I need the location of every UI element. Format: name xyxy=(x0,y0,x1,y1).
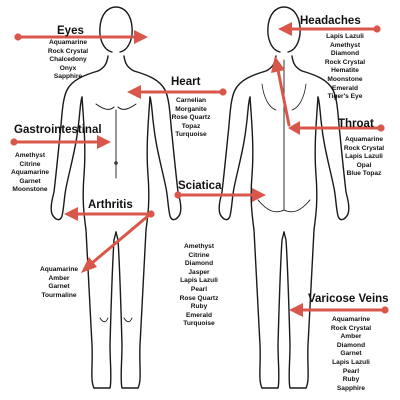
arthritis-stone-list: Aquamarine Amber Garnet Tourmaline xyxy=(34,266,84,300)
stone-item: Jasper xyxy=(188,268,210,276)
sciatica-stone-list: Amethyst Citrine Diamond Jasper Lapis La… xyxy=(166,243,232,329)
stone-item: Tiger's Eye xyxy=(327,93,363,101)
stone-item: Moonstone xyxy=(327,75,363,83)
stone-item: Lapis Lazuli xyxy=(332,358,370,366)
stone-item: Amethyst xyxy=(329,41,361,49)
stone-item: Aquamarine xyxy=(331,316,371,323)
stone-item: Sapphire xyxy=(336,384,366,392)
headaches-arrow xyxy=(278,22,381,36)
gastrointestinal-stone-list: Amethyst Citrine Aquamarine Garnet Moons… xyxy=(6,152,54,195)
stone-item: Rock Crystal xyxy=(330,324,372,332)
stone-item: Moonstone xyxy=(12,186,48,194)
stone-item: Morganite xyxy=(175,105,207,113)
stone-item: Ruby xyxy=(190,303,208,311)
stone-item: Rock Crystal xyxy=(324,58,366,66)
stone-item: Garnet xyxy=(340,350,362,358)
throat-title: Throat xyxy=(338,118,374,130)
eyes-arrow xyxy=(14,30,148,44)
stone-item: Lapis Lazuli xyxy=(180,277,218,285)
stone-item: Pearl xyxy=(342,367,360,375)
sciatica-arrow xyxy=(174,188,266,202)
heart-stone-list: Carnelian Morganite Rose Quartz Topaz Tu… xyxy=(158,97,224,140)
back-body-outline xyxy=(218,6,350,389)
stone-item: Amber xyxy=(48,274,70,282)
stone-item: Carnelian xyxy=(175,97,207,104)
stone-item: Turquoise xyxy=(175,131,207,139)
front-body-outline xyxy=(50,6,182,389)
stone-item: Garnet xyxy=(19,177,41,185)
stone-item: Rock Crystal xyxy=(47,47,89,55)
stone-item: Aquamarine xyxy=(344,136,384,143)
stone-item: Rock Crystal xyxy=(343,144,385,152)
stone-item: Diamond xyxy=(184,260,214,268)
stone-item: Lapis Lazuli xyxy=(345,153,383,161)
stone-item: Tourmaline xyxy=(41,291,77,299)
gastrointestinal-arrow xyxy=(10,135,111,149)
stone-item: Aquamarine xyxy=(39,266,79,273)
stone-item: Amethyst xyxy=(14,152,46,159)
stone-item: Ruby xyxy=(342,376,360,384)
stone-item: Blue Topaz xyxy=(346,170,382,178)
stone-item: Emerald xyxy=(331,84,359,92)
stone-item: Diamond xyxy=(336,341,366,349)
eyes-stone-list: Aquamarine Rock Crystal Chalcedony Onyx … xyxy=(35,39,101,82)
stone-item: Citrine xyxy=(19,160,41,168)
stone-item: Chalcedony xyxy=(49,56,87,64)
stone-item: Hematite xyxy=(331,67,359,75)
arthritis-title: Arthritis xyxy=(88,199,133,211)
stone-item: Citrine xyxy=(188,251,210,259)
sciatica-title: Sciatica xyxy=(178,180,222,192)
varicose-veins-stone-list: Aquamarine Rock Crystal Amber Diamond Ga… xyxy=(318,316,384,393)
varicose-veins-title: Varicose Veins xyxy=(308,293,389,305)
eyes-title: Eyes xyxy=(57,25,84,37)
stone-item: Onyx xyxy=(59,64,77,72)
heart-title: Heart xyxy=(171,76,201,88)
throat-arrow xyxy=(271,56,385,135)
stone-item: Diamond xyxy=(330,50,360,58)
stone-item: Turquoise xyxy=(183,320,215,328)
headaches-title: Headaches xyxy=(300,15,361,27)
stone-item: Emerald xyxy=(185,311,213,319)
stone-item: Sapphire xyxy=(53,73,83,81)
stone-item: Lapis Lazuli xyxy=(326,33,364,40)
arthritis-arrow xyxy=(64,207,155,273)
stone-item: Amethyst xyxy=(183,243,215,250)
throat-stone-list: Aquamarine Rock Crystal Lapis Lazuli Opa… xyxy=(331,136,397,179)
stone-item: Rose Quartz xyxy=(171,114,211,122)
stone-item: Amber xyxy=(340,333,362,341)
stone-item: Rose Quartz xyxy=(179,294,219,302)
stone-item: Pearl xyxy=(190,285,208,293)
headaches-stone-list: Lapis Lazuli Amethyst Diamond Rock Cryst… xyxy=(312,33,378,102)
heart-arrow xyxy=(127,85,227,99)
stone-item: Topaz xyxy=(181,122,201,130)
stone-item: Aquamarine xyxy=(10,169,50,177)
gastrointestinal-title: Gastrointestinal xyxy=(14,124,102,136)
stone-item: Opal xyxy=(356,161,372,169)
stone-item: Aquamarine xyxy=(48,39,88,46)
varicose-veins-arrow xyxy=(289,303,389,317)
stone-item: Garnet xyxy=(48,283,70,291)
